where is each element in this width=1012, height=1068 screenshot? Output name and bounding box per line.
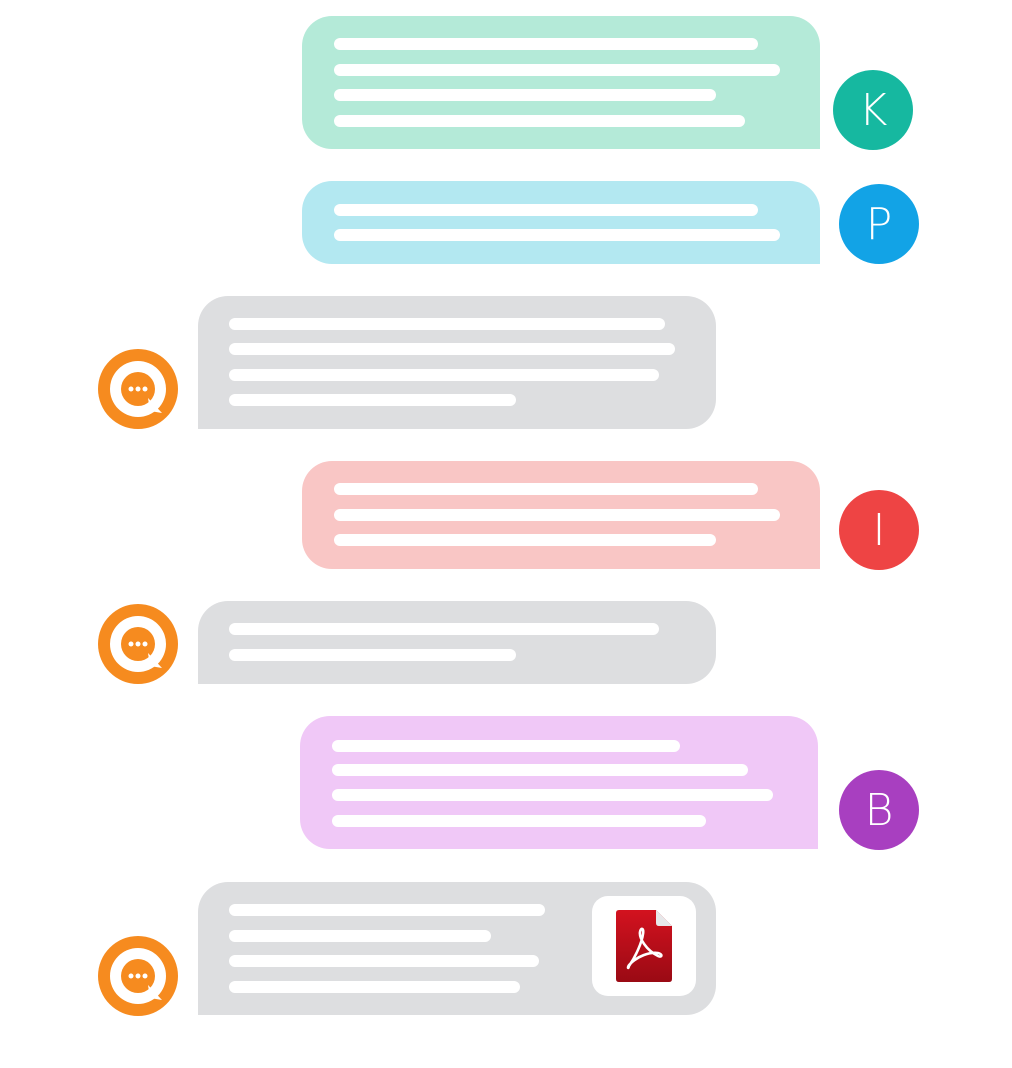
message-bubble-bot-2	[198, 601, 716, 684]
message-bubble-bot-1	[198, 296, 716, 429]
text-line	[332, 815, 706, 827]
text-line	[229, 649, 516, 661]
user-avatar-k[interactable]: K	[833, 70, 913, 150]
text-line	[334, 483, 758, 495]
message-bubble-user-1	[302, 16, 820, 149]
text-line	[332, 789, 773, 801]
message-bubble-user-3	[302, 461, 820, 569]
text-line	[229, 930, 491, 942]
message-bubble-user-2	[302, 181, 820, 264]
text-line	[229, 343, 675, 355]
text-line	[229, 369, 659, 381]
user-avatar-i[interactable]: I	[839, 490, 919, 570]
text-line	[229, 623, 659, 635]
text-line	[332, 764, 748, 776]
message-bubble-user-4	[300, 716, 818, 849]
chat-bot-icon	[98, 604, 178, 684]
text-line	[229, 904, 545, 916]
text-line	[229, 318, 665, 330]
text-line	[334, 509, 780, 521]
message-bubble-bot-3	[198, 882, 716, 1015]
chat-bot-icon	[98, 349, 178, 429]
text-line	[334, 64, 780, 76]
text-line	[334, 534, 716, 546]
pdf-file-icon	[616, 910, 672, 982]
text-line	[334, 89, 716, 101]
text-line	[334, 38, 758, 50]
text-line	[334, 115, 745, 127]
user-avatar-b[interactable]: B	[839, 770, 919, 850]
text-line	[334, 204, 758, 216]
text-line	[229, 394, 516, 406]
text-line	[229, 981, 520, 993]
user-avatar-p[interactable]: P	[839, 184, 919, 264]
text-line	[334, 229, 780, 241]
text-line	[229, 955, 539, 967]
text-line	[332, 740, 680, 752]
pdf-attachment[interactable]	[592, 896, 696, 996]
chat-bot-icon	[98, 936, 178, 1016]
